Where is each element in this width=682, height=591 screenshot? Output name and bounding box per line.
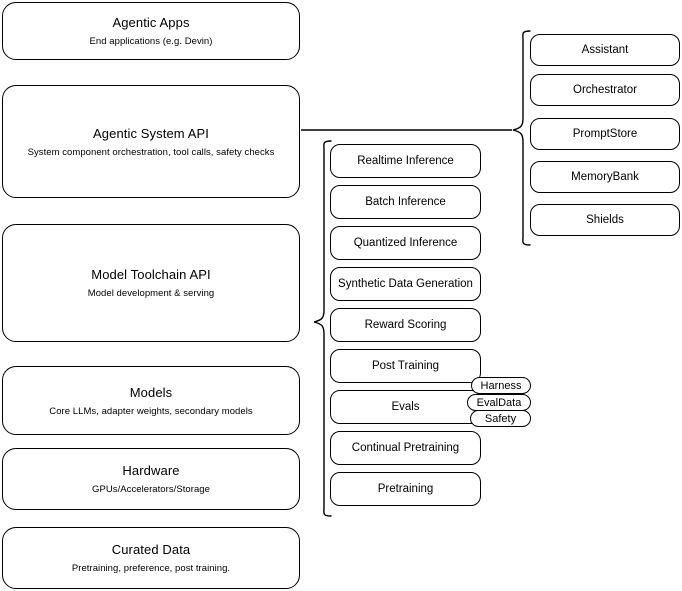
system-item-label: Shields [586,214,624,226]
toolchain-item-label: Quantized Inference [353,237,458,249]
layer-subtitle: Pretraining, preference, post training. [71,563,231,574]
layer-title: Agentic System API [93,125,209,141]
eval-tag-label: EvalData [476,396,522,409]
layer-card-agentic-system-api[interactable]: Agentic System API System component orch… [2,85,300,198]
layer-title: Curated Data [111,542,191,557]
layer-subtitle: Model development & serving [87,288,215,299]
layer-card-models[interactable]: Models Core LLMs, adapter weights, secon… [2,366,300,435]
layer-card-agentic-apps[interactable]: Agentic Apps End applications (e.g. Devi… [2,2,300,60]
toolchain-item-reward-scoring[interactable]: Reward Scoring [330,308,481,342]
system-item-label: Assistant [581,44,629,56]
toolchain-item-label: Reward Scoring [364,319,447,331]
system-item-label: PromptStore [572,128,638,140]
toolchain-item-quantized-inference[interactable]: Quantized Inference [330,226,481,260]
system-item-promptstore[interactable]: PromptStore [530,118,680,150]
agentic-system-brace [512,30,531,246]
layer-subtitle: Core LLMs, adapter weights, secondary mo… [49,405,253,417]
toolchain-item-synthetic-data-generation[interactable]: Synthetic Data Generation [330,267,481,301]
eval-tag-evaldata[interactable]: EvalData [467,394,531,411]
layer-subtitle: End applications (e.g. Devin) [89,36,213,47]
eval-tag-safety[interactable]: Safety [470,410,531,427]
toolchain-item-label: Synthetic Data Generation [338,278,473,290]
system-item-memorybank[interactable]: MemoryBank [530,161,680,193]
toolchain-item-label: Evals [391,401,420,413]
eval-tag-harness[interactable]: Harness [471,377,531,394]
layer-card-hardware[interactable]: Hardware GPUs/Accelerators/Storage [2,448,300,510]
toolchain-item-label: Realtime Inference [357,155,454,167]
toolchain-item-realtime-inference[interactable]: Realtime Inference [330,144,481,178]
system-item-label: Orchestrator [573,84,637,96]
system-item-orchestrator[interactable]: Orchestrator [530,74,680,106]
layer-subtitle: System component orchestration, tool cal… [27,146,275,158]
layer-title: Model Toolchain API [91,267,211,282]
toolchain-item-continual-pretraining[interactable]: Continual Pretraining [330,431,481,465]
toolchain-item-evals[interactable]: Evals [330,390,481,424]
toolchain-item-post-training[interactable]: Post Training [330,349,481,383]
toolchain-item-batch-inference[interactable]: Batch Inference [330,185,481,219]
toolchain-item-label: Batch Inference [365,196,446,208]
model-toolchain-brace [313,140,332,517]
layer-card-model-toolchain-api[interactable]: Model Toolchain API Model development & … [2,224,300,342]
system-item-label: MemoryBank [571,171,639,183]
toolchain-item-label: Continual Pretraining [351,442,460,454]
toolchain-item-label: Post Training [371,360,440,372]
system-item-assistant[interactable]: Assistant [530,34,680,66]
layer-title: Hardware [122,463,180,478]
layer-subtitle: GPUs/Accelerators/Storage [92,484,210,495]
layer-title: Agentic Apps [112,15,190,30]
toolchain-item-pretraining[interactable]: Pretraining [330,472,481,506]
system-item-shields[interactable]: Shields [530,204,680,236]
layer-title: Models [129,384,173,400]
eval-tag-label: Harness [480,379,522,392]
eval-tag-label: Safety [484,412,517,425]
layer-card-curated-data[interactable]: Curated Data Pretraining, preference, po… [2,527,300,589]
toolchain-item-label: Pretraining [377,483,434,495]
